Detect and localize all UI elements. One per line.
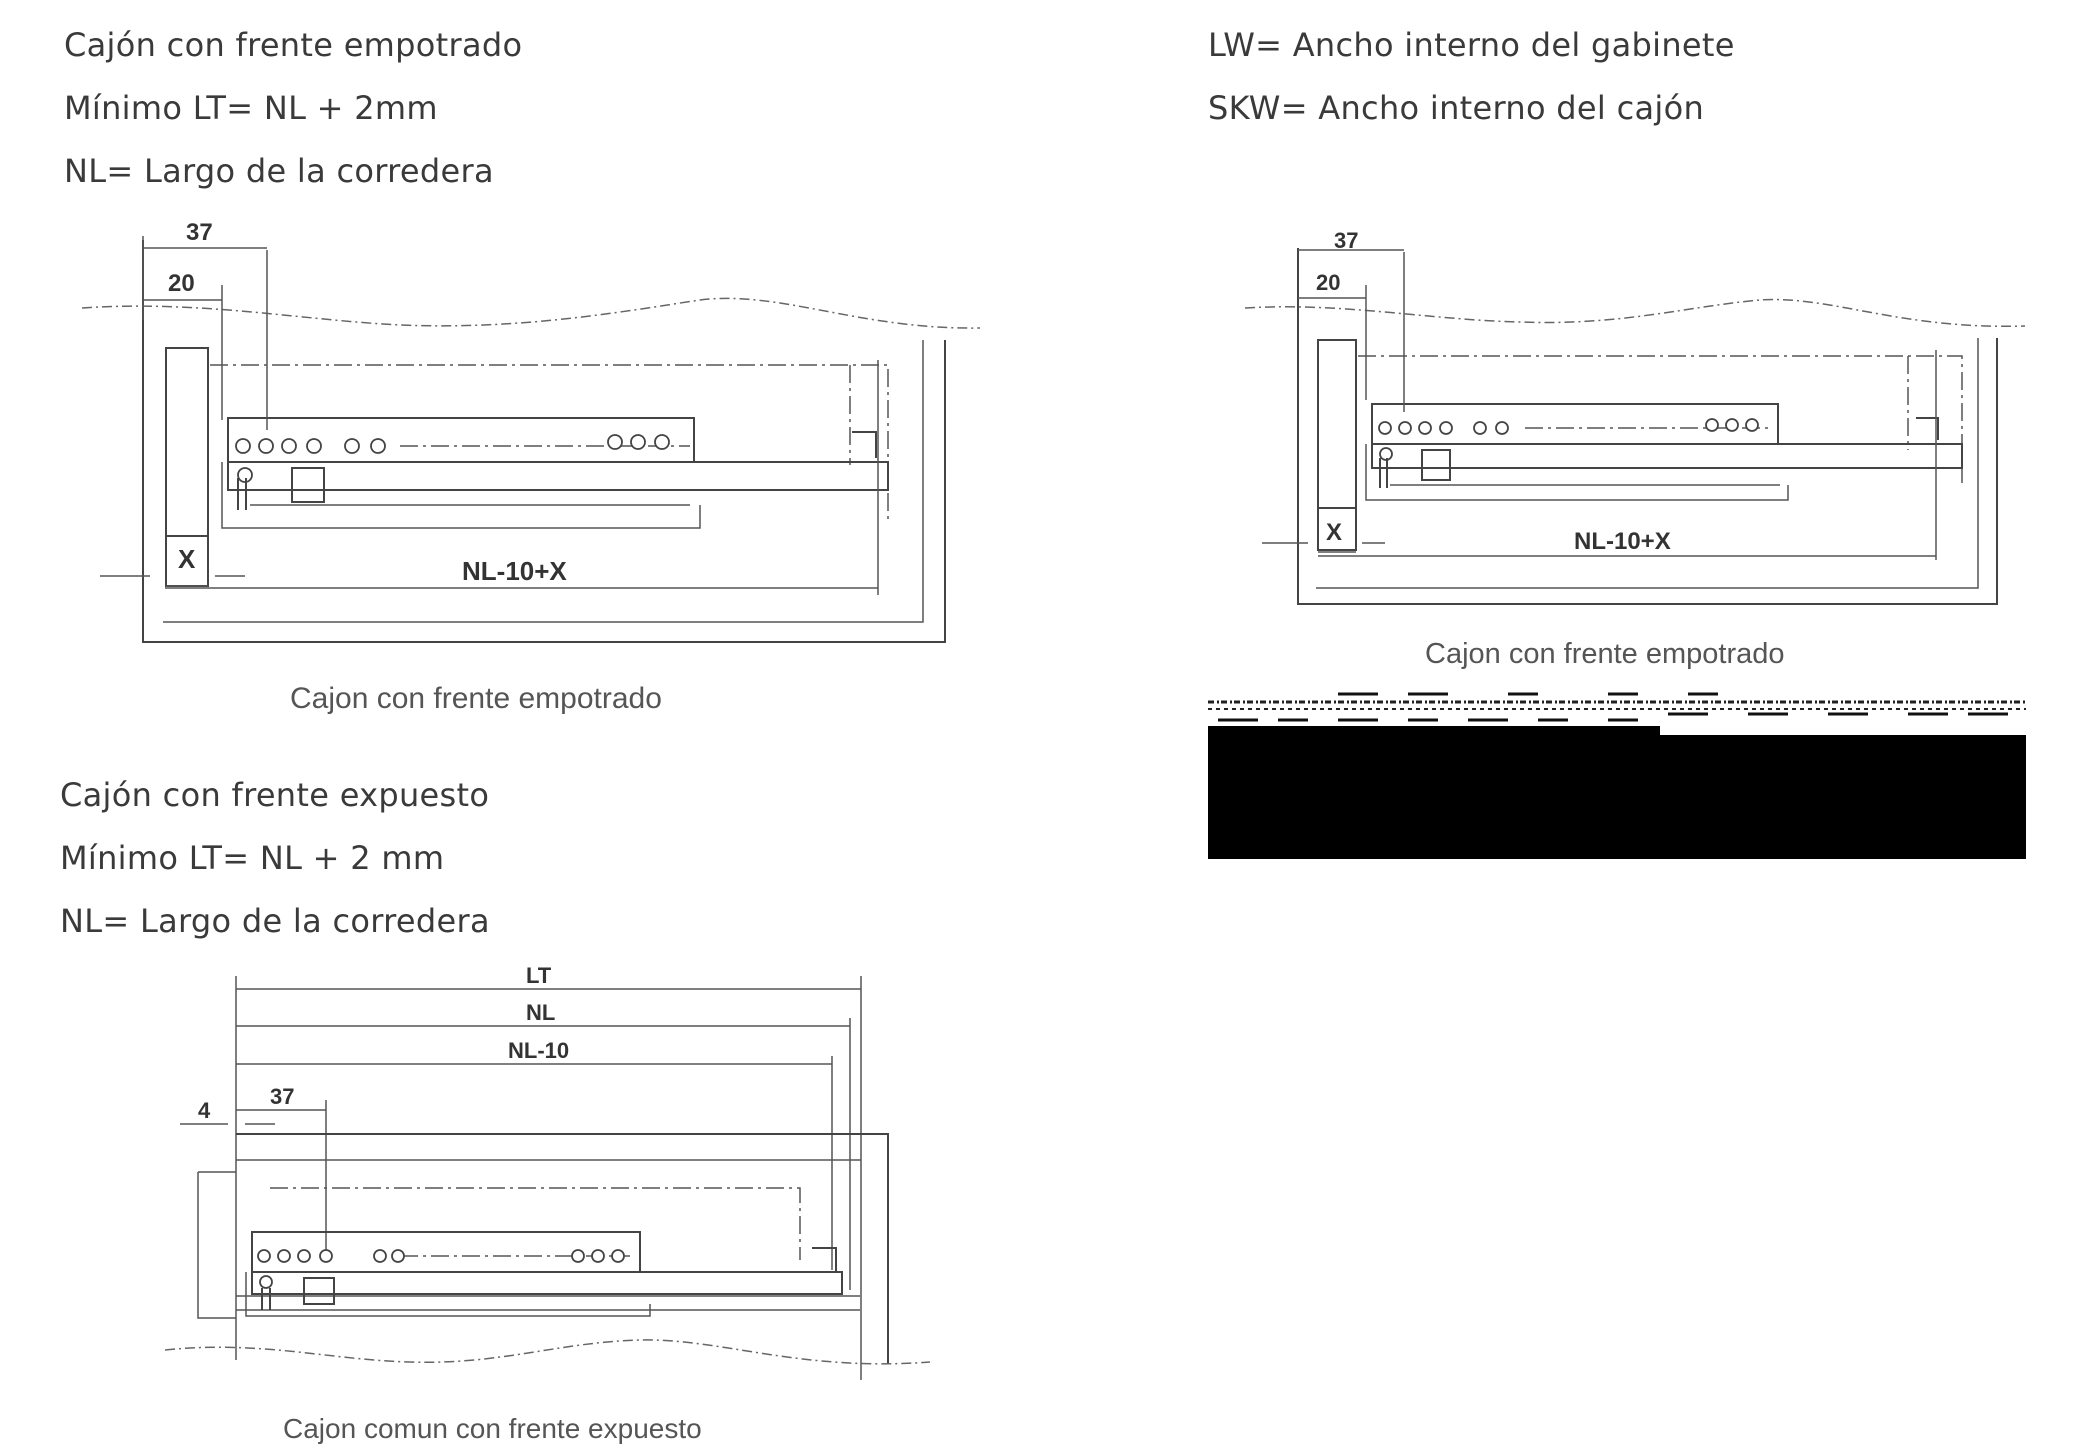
dim-lt: LT [526,963,552,988]
dim-x-right: X [1326,519,1342,546]
slide-holes-left [235,434,670,483]
dim-length-right: NL-10+X [1574,528,1671,555]
slide-holes-bottom [257,1249,625,1289]
exposed-front-diagram: LT NL NL-10 37 4 [164,963,931,1380]
dim-20-right: 20 [1316,270,1340,295]
left-top-line-1: Cajón con frente empotrado [64,26,523,64]
caption-left-top: Cajon con frente empotrado [290,682,662,715]
left-bottom-line-1: Cajón con frente expuesto [60,776,490,814]
redaction-block [1208,735,2026,859]
right-top-line-2: SKW= Ancho interno del cajón [1208,89,1705,127]
dim-37-left: 37 [186,219,213,246]
dim-nl: NL [526,1000,555,1025]
dim-37-bottom: 37 [270,1084,294,1109]
dim-4: 4 [198,1098,211,1123]
right-top-line-1: LW= Ancho interno del gabinete [1208,26,1735,64]
slide-holes-right [1378,418,1759,461]
left-top-line-3: NL= Largo de la corredera [64,152,494,190]
left-top-line-2: Mínimo LT= NL + 2mm [64,89,438,127]
dim-x-left: X [178,544,196,574]
recessed-front-diagram-left: 37 20 X NL-10+X [81,219,981,643]
dim-length-left: NL-10+X [462,556,567,586]
scan-artifact-strip [1208,690,2026,734]
dim-37-right: 37 [1334,228,1358,253]
caption-right-top: Cajon con frente empotrado [1425,638,1785,670]
recessed-front-diagram-right: 37 20 X NL-10+X [1244,228,2026,605]
left-bottom-line-2: Mínimo LT= NL + 2 mm [60,839,445,877]
caption-left-bottom: Cajon comun con frente expuesto [283,1413,702,1444]
dim-20-left: 20 [168,270,195,297]
left-bottom-line-3: NL= Largo de la corredera [60,902,490,940]
dim-nl-10: NL-10 [508,1038,569,1063]
